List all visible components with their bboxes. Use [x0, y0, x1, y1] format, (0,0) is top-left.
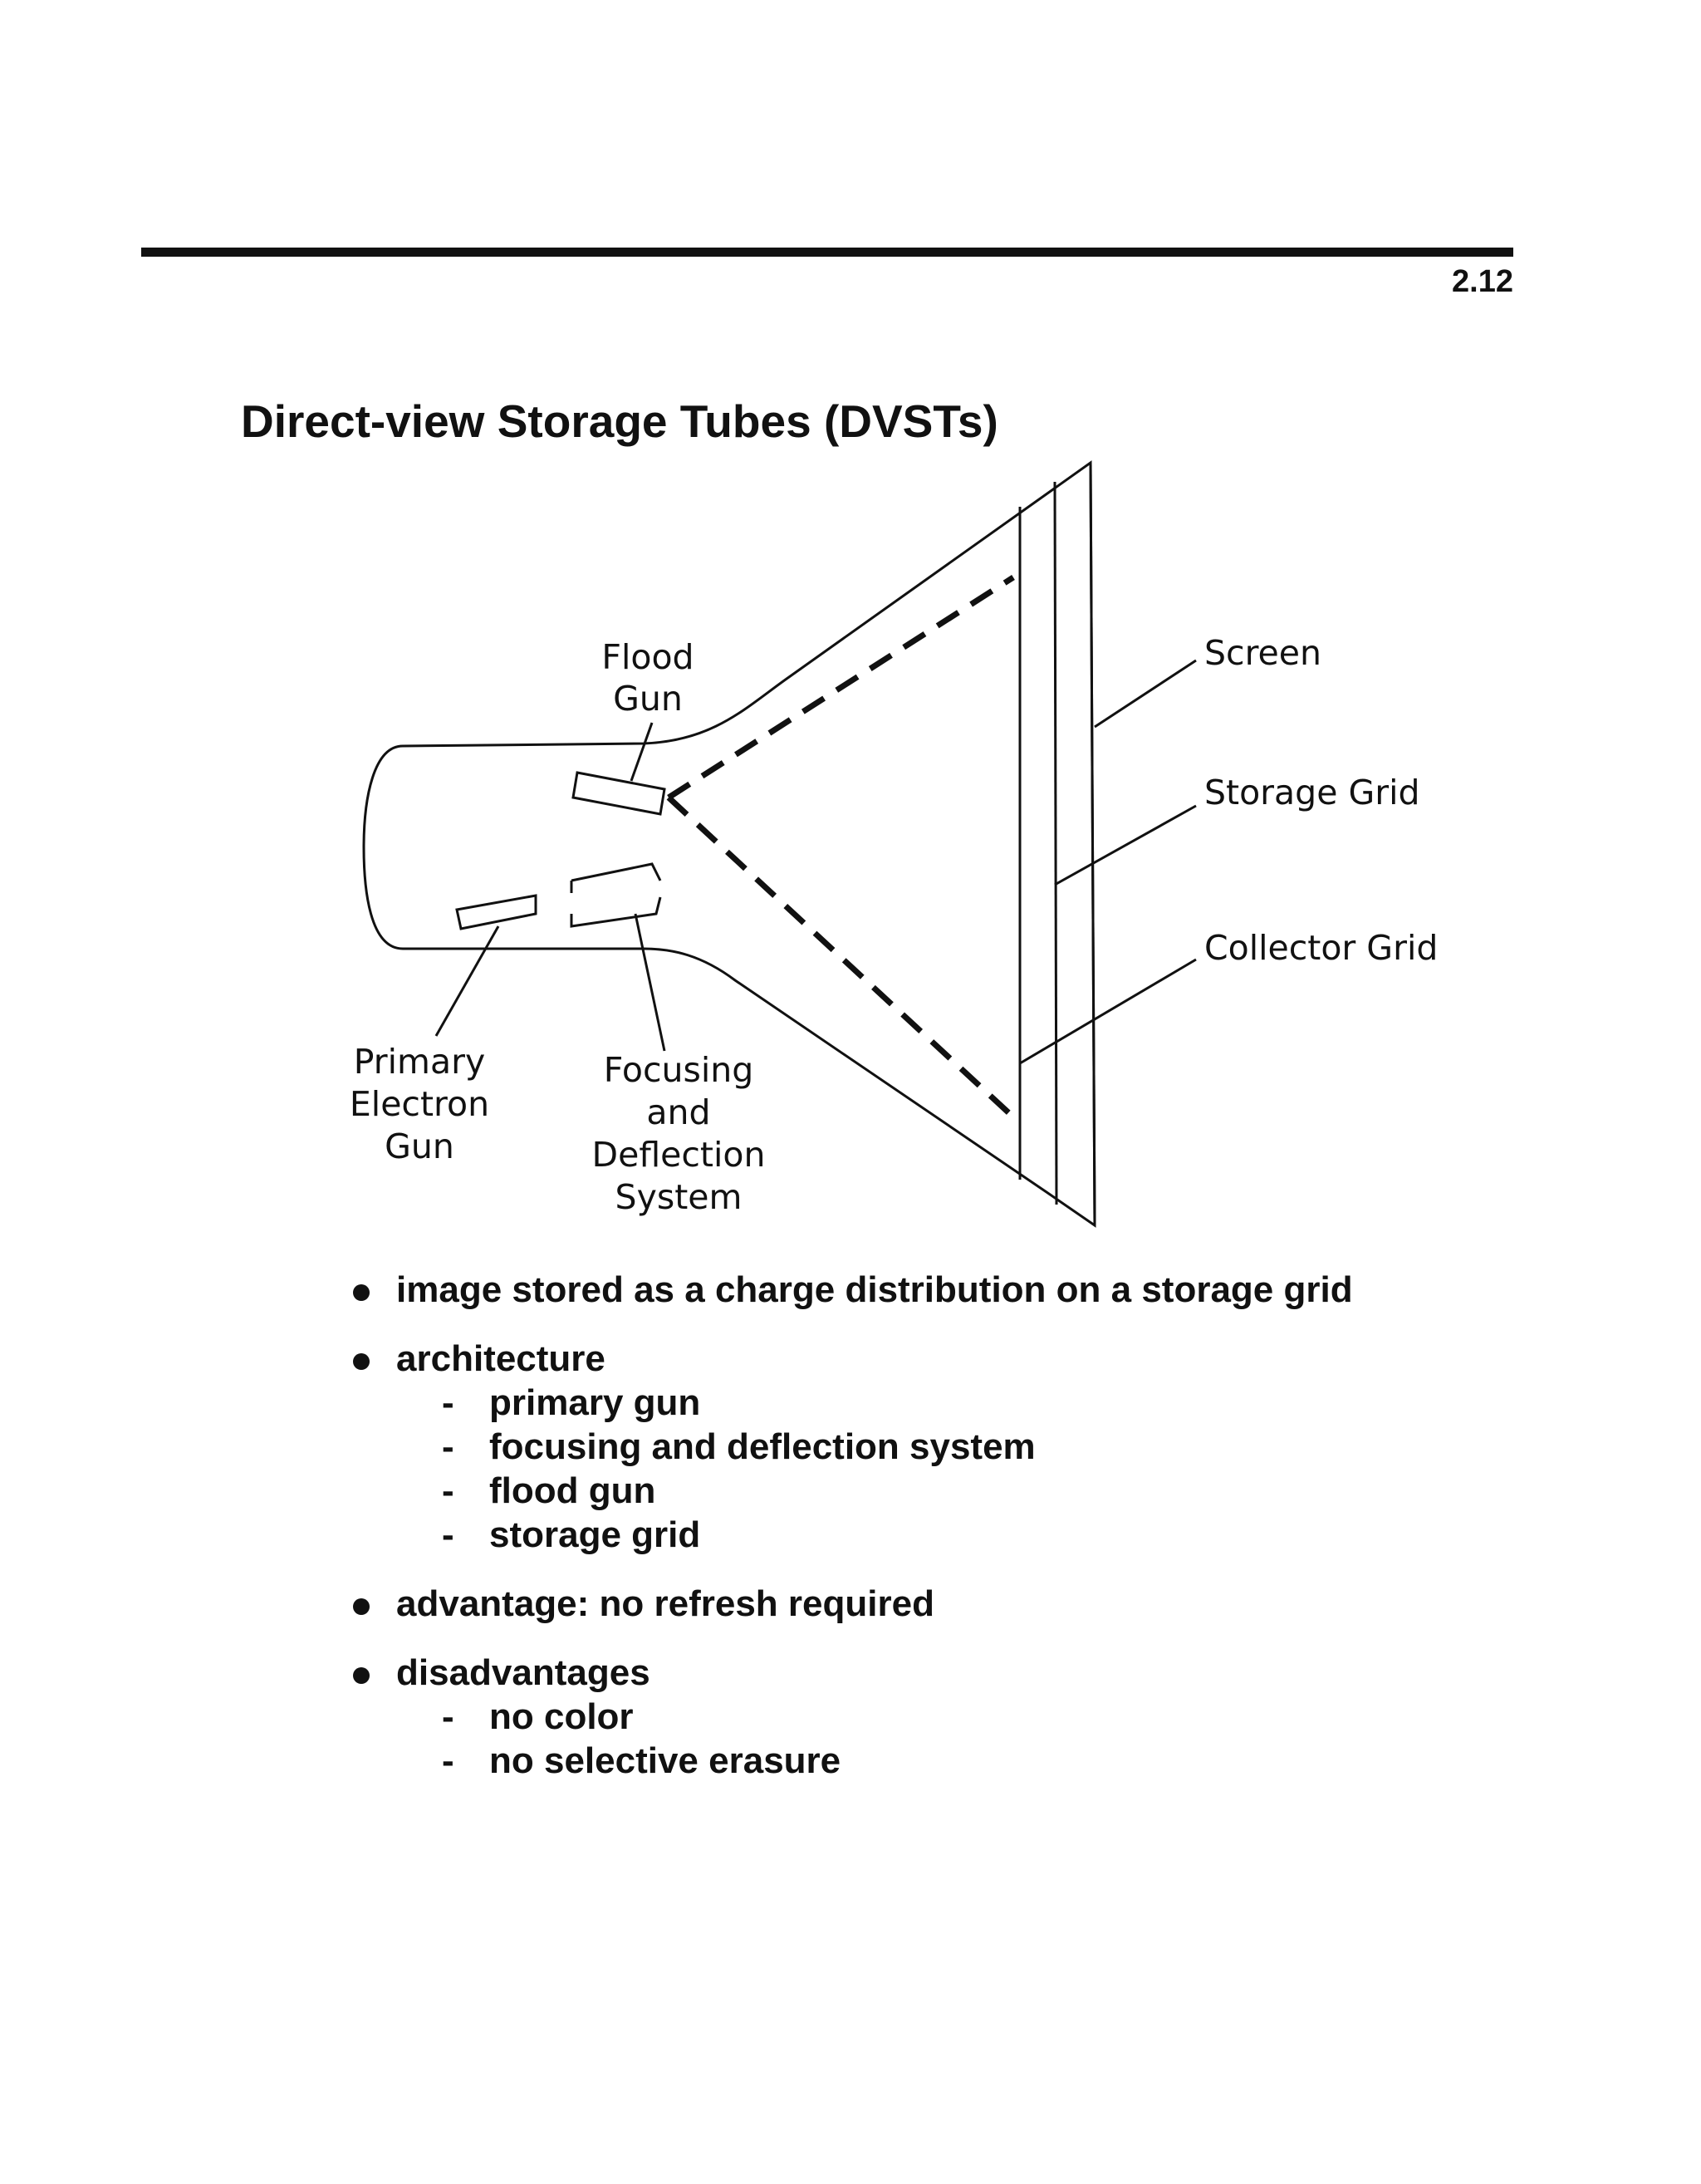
sub-item: -flood gun [442, 1470, 656, 1511]
bullet-text: image stored as a charge distribution on… [396, 1269, 1353, 1310]
sub-item-text: storage grid [489, 1514, 701, 1555]
primary-gun [455, 894, 537, 930]
primary-gun-label-3: Gun [385, 1126, 454, 1166]
screen-label: Screen [1204, 633, 1321, 673]
flood-gun [571, 771, 666, 816]
sub-item: -no selective erasure [442, 1740, 841, 1781]
bullet-item: image stored as a charge distribution on… [353, 1268, 1353, 1312]
focusing-label-2: and [646, 1092, 710, 1132]
collector-grid-label: Collector Grid [1204, 928, 1438, 968]
bullet-dot [353, 1667, 370, 1684]
flood-beam-upper [667, 575, 1015, 800]
page-title: Direct-view Storage Tubes (DVSTs) [241, 395, 998, 447]
sub-item-text: focusing and deflection system [489, 1426, 1036, 1467]
sub-item-text: no selective erasure [489, 1740, 841, 1781]
focusing-label-3: Deflection [592, 1135, 766, 1175]
flood-gun-label-1: Flood [601, 637, 694, 677]
storage-grid-leader [1054, 804, 1197, 886]
sub-item-text: no color [489, 1696, 634, 1737]
screen-leader [1094, 659, 1197, 729]
tube-outline [362, 460, 1096, 1228]
sub-item: -primary gun [442, 1382, 701, 1423]
sub-item: -storage grid [442, 1514, 701, 1555]
screen-line [1089, 462, 1096, 1226]
sub-item: -focusing and deflection system [442, 1426, 1036, 1467]
bullet-text: advantage: no refresh required [396, 1583, 934, 1624]
bullet-item: disadvantages -no color -no selective er… [353, 1651, 1353, 1783]
primary-gun-leader [434, 925, 500, 1037]
focusing-label-1: Focusing [604, 1050, 754, 1090]
focusing-label-4: System [615, 1177, 743, 1217]
bullet-list: image stored as a charge distribution on… [353, 1268, 1353, 1808]
sub-item-text: flood gun [489, 1470, 656, 1511]
primary-gun-label-2: Electron [350, 1084, 489, 1124]
sub-item: -no color [442, 1696, 634, 1737]
focusing-leader [634, 913, 666, 1052]
bullet-dot [353, 1598, 370, 1615]
header-rule [141, 248, 1513, 257]
primary-gun-label-1: Primary [354, 1042, 485, 1082]
deflection-plate-top [570, 862, 662, 893]
storage-grid-label: Storage Grid [1204, 773, 1420, 812]
page-number: 2.12 [1452, 264, 1513, 299]
bullet-dot [353, 1353, 370, 1370]
deflection-plate-bottom [570, 896, 662, 928]
bullet-dot [353, 1284, 370, 1301]
collector-grid-leader [1019, 958, 1197, 1065]
bullet-item: architecture -primary gun -focusing and … [353, 1337, 1353, 1557]
bullet-text: disadvantages [396, 1652, 650, 1693]
storage-grid-line [1053, 481, 1058, 1205]
flood-gun-leader [630, 722, 654, 782]
bullet-item: advantage: no refresh required [353, 1582, 1353, 1626]
bullet-text: architecture [396, 1338, 605, 1379]
flood-gun-label-2: Gun [613, 679, 683, 719]
sub-item-text: primary gun [489, 1382, 701, 1423]
